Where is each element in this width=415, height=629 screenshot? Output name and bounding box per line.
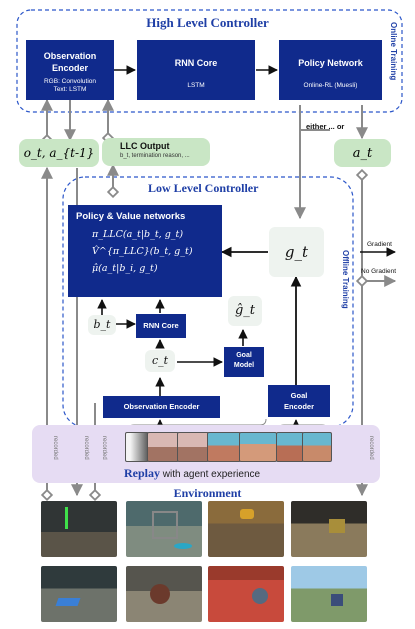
- belief-box: b_t: [88, 315, 116, 335]
- llc-side-label: Offline Training: [341, 250, 350, 309]
- llc-output-title: LLC Output: [120, 141, 170, 151]
- env-scene-6: [126, 566, 202, 622]
- replay-frame-5: [276, 432, 304, 462]
- hlc-obs-sub1: RGB: Convolution: [43, 78, 97, 85]
- replay-frames: [125, 432, 277, 462]
- either-or-label: either ... or: [306, 122, 345, 131]
- hlc-title: High Level Controller: [146, 15, 269, 30]
- observation-prev-action-text: o_t, a_{t-1}: [23, 146, 95, 160]
- hlc-obs-sub2: Text: LSTM: [53, 86, 87, 93]
- replay-frame-6: [302, 432, 332, 462]
- hlc-observation-encoder: Observation Encoder RGB: Convolution Tex…: [26, 40, 114, 100]
- context-text: c_t: [151, 354, 169, 367]
- goal-encoder: Goal Encoder: [268, 385, 330, 417]
- goal-embedding-text: g_t: [284, 243, 309, 261]
- hlc-dashed-frame: [16, 9, 403, 113]
- pv-line-policy: π_LLC(a_t|b_t, g_t): [92, 229, 184, 240]
- replay-title: Replay: [124, 466, 160, 480]
- observation-prev-action-box: o_t, a_{t-1}: [19, 139, 99, 167]
- action-text: a_t: [352, 146, 373, 161]
- replay-caption: Replay with agent experience: [124, 466, 260, 481]
- env-scene-7: [208, 566, 284, 622]
- recorded-label-1: recorded: [52, 436, 58, 460]
- replay-frame-2: [177, 432, 209, 462]
- replay-frame-goal: [125, 432, 149, 462]
- recorded-label-4: recorded: [368, 436, 374, 460]
- replay-subtitle: with agent experience: [162, 469, 261, 480]
- env-scene-3: [208, 501, 284, 557]
- replay-frames-2: [276, 432, 332, 462]
- belief-text: b_t: [93, 318, 111, 331]
- goal-prediction-text: ĝ_t: [234, 303, 256, 318]
- env-scene-2: [126, 501, 202, 557]
- replay-frame-3: [207, 432, 241, 462]
- llc-output-sub: b_t, termination reason, ...: [120, 153, 190, 159]
- llc-rnn-core: RNN Core: [136, 314, 186, 338]
- recorded-label-2: recorded: [83, 436, 89, 460]
- context-box: c_t: [145, 350, 175, 372]
- action-box: a_t: [334, 139, 391, 167]
- pv-line-value: V̂^{π_LLC}(b_t, g_t): [92, 246, 193, 257]
- env-scene-4: [291, 501, 367, 557]
- llc-observation-encoder: Observation Encoder: [103, 396, 220, 418]
- env-scene-8: [291, 566, 367, 622]
- replay-frame-1: [147, 432, 179, 462]
- hlc-obs-title: Observation Encoder: [43, 51, 97, 73]
- recorded-label-3: recorded: [101, 436, 107, 460]
- replay-frame-4: [239, 432, 277, 462]
- pv-line-mu: μ̂(a_t|b_i, g_t): [92, 263, 158, 274]
- llc-output-box: LLC Output b_t, termination reason, ...: [102, 138, 210, 166]
- legend-no-gradient: No Gradient: [361, 268, 397, 275]
- llc-title: Low Level Controller: [148, 181, 259, 195]
- hlc-policy-sub: Online-RL (Muesli): [303, 82, 358, 89]
- hlc-rnn-core: RNN Core LSTM: [137, 40, 255, 100]
- llc-dashed-frame: [62, 176, 354, 428]
- goal-embedding-box: g_t: [269, 227, 324, 277]
- hlc-rnn-sub: LSTM: [187, 82, 205, 89]
- env-scene-1: [41, 501, 117, 557]
- env-scene-5: [41, 566, 117, 622]
- hlc-policy-title: Policy Network: [298, 58, 363, 68]
- hlc-rnn-title: RNN Core: [174, 58, 218, 68]
- policy-value-networks: Policy & Value networks π_LLC(a_t|b_t, g…: [68, 205, 222, 297]
- goal-model: Goal Model: [224, 347, 264, 377]
- hlc-side-label: Online Training: [389, 22, 398, 81]
- legend-gradient: Gradient: [367, 241, 392, 248]
- pv-title: Policy & Value networks: [76, 211, 186, 222]
- hlc-policy-network: Policy Network Online-RL (Muesli): [279, 40, 382, 100]
- goal-prediction-box: ĝ_t: [228, 296, 262, 326]
- environment-title: Environment: [173, 486, 242, 500]
